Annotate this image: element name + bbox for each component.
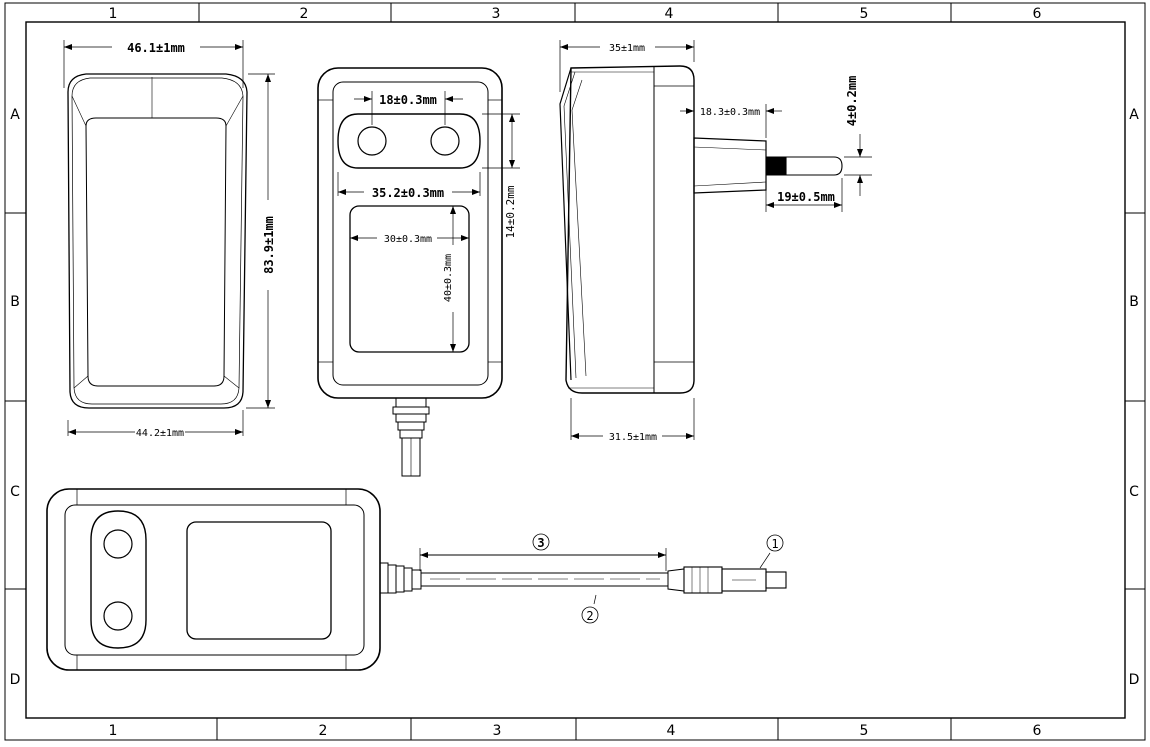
dim-label-height: 40±0.3mm	[443, 254, 454, 302]
dim-side-depth-top: 35±1mm	[609, 43, 645, 54]
row-label-left-b: B	[10, 294, 20, 310]
col-label-bottom-3: 3	[493, 723, 502, 739]
front-view	[317, 67, 503, 477]
dim-plug-width: 35.2±0.3mm	[372, 186, 444, 200]
dim-pin-spacing: 18±0.3mm	[379, 93, 437, 107]
back-view	[67, 73, 248, 409]
dim-plug-height: 14±0.2mm	[504, 185, 517, 238]
row-label-left-c: C	[10, 484, 20, 500]
col-label-bottom-4: 4	[667, 723, 676, 739]
col-label-top-2: 2	[300, 6, 309, 22]
callout-cable-length: 3	[537, 536, 544, 550]
dim-pin-offset: 18.3±0.3mm	[700, 107, 760, 118]
col-label-top-1: 1	[109, 6, 118, 22]
col-label-top-3: 3	[492, 6, 501, 22]
row-label-right-d: D	[1129, 672, 1140, 688]
row-label-left-d: D	[10, 672, 21, 688]
bottom-view-dimensions	[419, 548, 771, 605]
row-label-left-a: A	[10, 107, 20, 123]
callout-cable: 2	[586, 609, 593, 623]
dim-side-depth-bottom: 31.5±1mm	[609, 432, 657, 443]
dim-bottom-width: 44.2±1mm	[136, 428, 184, 439]
dim-top-width: 46.1±1mm	[127, 41, 185, 55]
col-label-bottom-6: 6	[1033, 723, 1042, 739]
col-label-top-5: 5	[860, 6, 869, 22]
drawing-frame	[4, 2, 1146, 741]
row-label-right-b: B	[1129, 294, 1139, 310]
row-label-right-c: C	[1129, 484, 1139, 500]
bottom-view	[46, 488, 787, 671]
col-label-top-6: 6	[1033, 6, 1042, 22]
col-label-bottom-5: 5	[860, 723, 869, 739]
callout-connector: 1	[771, 537, 778, 551]
callout-bubbles	[532, 533, 784, 624]
dim-height: 83.9±1mm	[262, 216, 276, 274]
dim-pin-length: 19±0.5mm	[777, 190, 835, 204]
col-label-bottom-1: 1	[109, 723, 118, 739]
col-label-top-4: 4	[665, 6, 674, 22]
col-label-bottom-2: 2	[319, 723, 328, 739]
dim-pin-diameter: 4±0.2mm	[845, 76, 859, 127]
dim-label-width: 30±0.3mm	[384, 234, 432, 245]
row-label-right-a: A	[1129, 107, 1139, 123]
